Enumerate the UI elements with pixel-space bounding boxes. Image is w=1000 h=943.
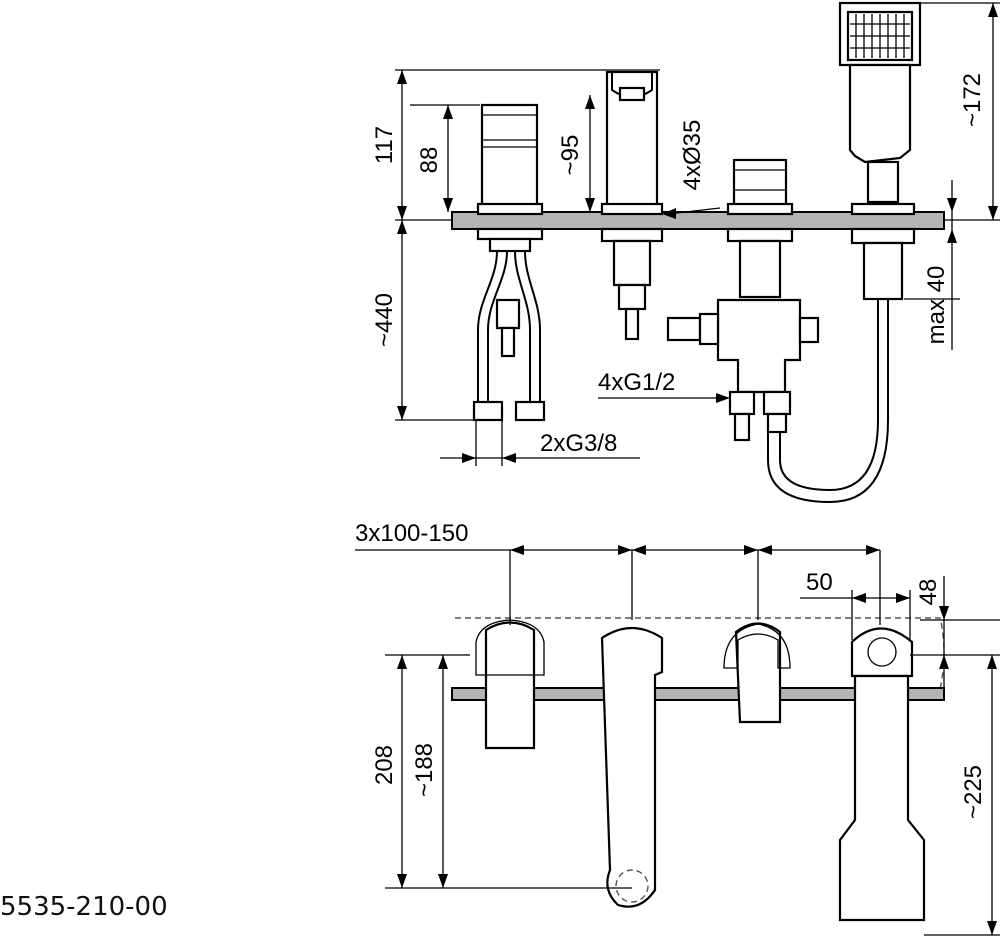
plan-spout <box>600 627 664 908</box>
front-dimensions <box>395 2 1000 466</box>
dim-3x100-150: 3x100-150 <box>355 520 468 547</box>
spout <box>600 70 664 341</box>
dim-88: 88 <box>416 147 443 174</box>
dim-172: ~172 <box>959 73 986 127</box>
dim-117: 117 <box>371 126 398 164</box>
dim-4x35: 4xØ35 <box>679 120 706 191</box>
diverter-valve <box>666 158 820 442</box>
plan-shower-holder <box>850 627 914 678</box>
dim-440: ~440 <box>371 293 398 347</box>
dim-48: 48 <box>915 579 942 606</box>
front-view <box>395 1 1000 504</box>
dimension-labels: 117 88 ~95 4xØ35 ~172 ~440 max 40 4xG1/2… <box>0 73 987 922</box>
plan-diverter-handle <box>734 622 782 724</box>
dim-50: 50 <box>806 569 833 596</box>
dim-4xg12: 4xG1/2 <box>598 369 675 396</box>
dim-208: 208 <box>371 745 398 785</box>
plan-dimensions <box>355 545 1000 936</box>
dim-max40: max 40 <box>923 266 950 345</box>
plan-left-handle <box>484 621 536 750</box>
dim-2xg38: 2xG3/8 <box>540 430 617 457</box>
dim-225: ~225 <box>960 765 987 819</box>
left-valve <box>472 103 546 422</box>
dim-95: ~95 <box>557 135 584 176</box>
plan-view <box>355 545 1000 936</box>
hand-shower <box>767 1 922 504</box>
dim-188: ~188 <box>411 743 438 797</box>
product-code: 5535-210-00 <box>0 892 168 922</box>
plan-shower-body <box>838 674 926 922</box>
